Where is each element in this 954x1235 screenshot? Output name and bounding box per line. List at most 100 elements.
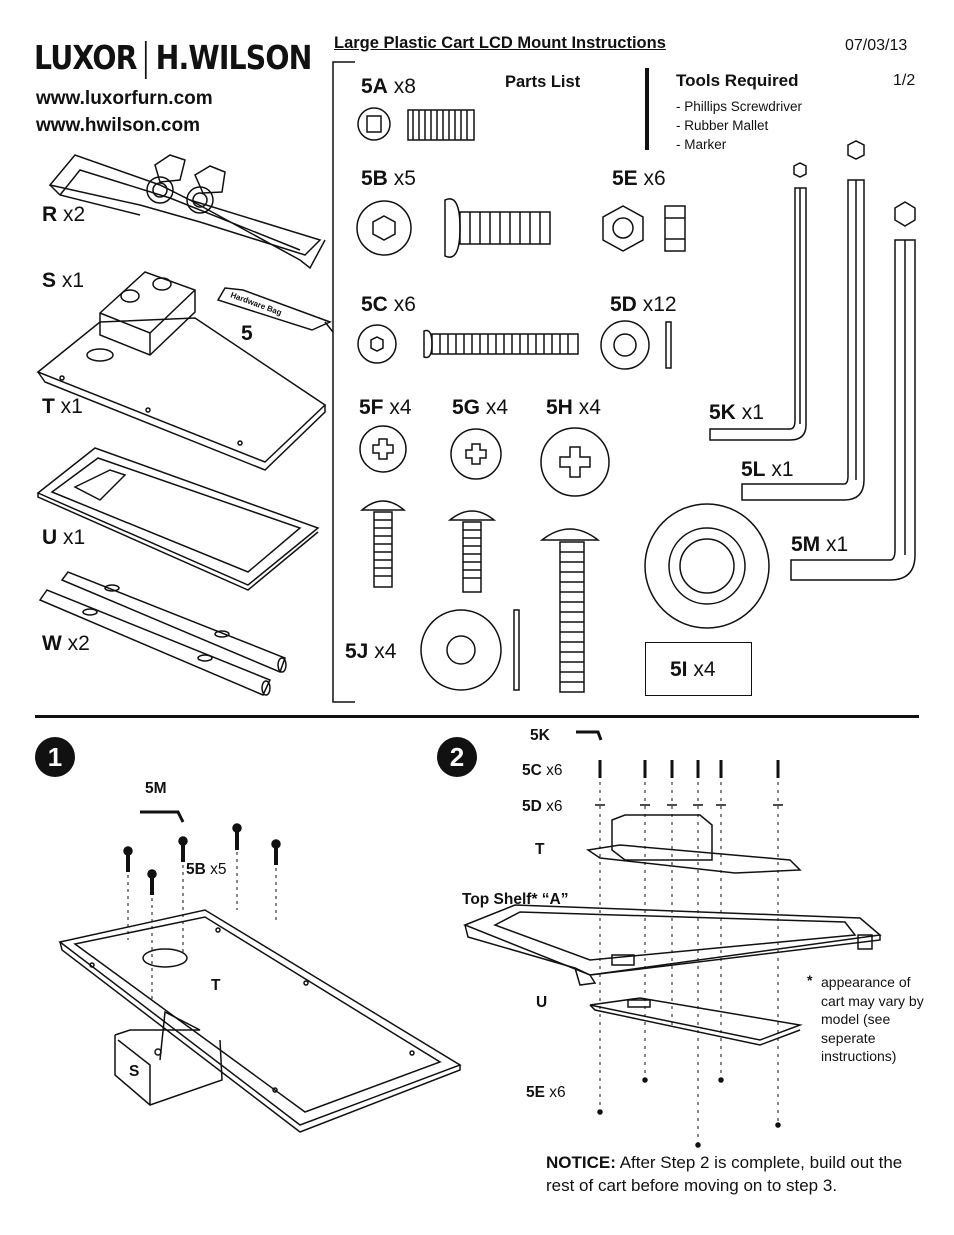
step1-tool-code: 5M <box>145 780 167 797</box>
qty-r: x2 <box>63 203 86 226</box>
step2-bolt-label: 5C x6 <box>522 762 563 780</box>
part-t-illustration <box>36 317 327 471</box>
page-number: 1/2 <box>893 72 916 89</box>
page-title: Large Plastic Cart LCD Mount Instruction… <box>334 34 666 52</box>
step2-tool-label: 5K <box>530 727 550 745</box>
code-5b: 5B <box>361 167 388 190</box>
label-part-5d: 5D x12 <box>610 293 677 317</box>
section-divider <box>35 715 919 718</box>
document-date: 07/03/13 <box>845 37 908 54</box>
top-shelf-text: Top Shelf* “A” <box>462 891 569 908</box>
part-5l-illustration <box>741 140 865 501</box>
code-u: U <box>42 526 58 549</box>
code-5e: 5E <box>612 167 638 190</box>
part-5e-illustration <box>602 205 686 252</box>
step2-illustration <box>462 730 882 1148</box>
part-5h-illustration <box>539 427 610 693</box>
part-5b-illustration <box>356 198 551 258</box>
part-5c-illustration <box>357 324 579 364</box>
label-part-5a: 5A x8 <box>361 75 416 99</box>
step2-part-u-label: U <box>536 994 547 1012</box>
code-5h: 5H <box>546 396 573 419</box>
part-5g-illustration <box>447 428 502 593</box>
part-5a-illustration <box>357 107 475 141</box>
code-5f: 5F <box>359 396 384 419</box>
step1-screw-label: 5B x5 <box>186 861 227 879</box>
step2-bolt-qty: x6 <box>546 762 563 779</box>
parts-list-heading: Parts List <box>505 73 581 91</box>
label-part-w: W x2 <box>42 632 90 656</box>
label-part-r: R x2 <box>42 203 85 227</box>
code-5l: 5L <box>741 458 766 481</box>
hardware-bag-illustration <box>216 287 334 333</box>
qty-5f: x4 <box>389 396 412 419</box>
step2-washer-code: 5D <box>522 798 542 815</box>
part-5i-box <box>645 642 752 696</box>
step-1-badge: 1 <box>35 737 75 777</box>
code-w: W <box>42 632 62 655</box>
part-5k-illustration <box>709 162 807 441</box>
step1-illustration <box>58 810 462 1133</box>
qty-5h: x4 <box>578 396 601 419</box>
hardware-bag-number: 5 <box>241 322 253 345</box>
step1-tool-label: 5M <box>145 780 167 798</box>
part-u-illustration <box>36 447 320 591</box>
label-part-5k: 5K x1 <box>709 401 764 425</box>
qty-w: x2 <box>67 632 90 655</box>
qty-s: x1 <box>61 269 85 292</box>
code-5j: 5J <box>345 640 369 663</box>
label-part-5m: 5M x1 <box>791 533 848 557</box>
part-5d-illustration <box>600 320 672 370</box>
step1-part-s-label: S <box>129 1063 139 1081</box>
step2-washer-qty: x6 <box>546 798 563 815</box>
notice-label: NOTICE: <box>546 1153 616 1172</box>
qty-5b: x5 <box>393 167 416 190</box>
step1-screw-code: 5B <box>186 861 206 878</box>
footnote-star: * <box>807 972 813 988</box>
code-5m: 5M <box>791 533 821 556</box>
part-r-illustration <box>48 154 326 270</box>
part-5j-illustration <box>420 609 520 691</box>
logo-divider <box>145 40 147 79</box>
step1-screws <box>123 823 281 895</box>
label-part-5h: 5H x4 <box>546 396 601 420</box>
code-5a: 5A <box>361 75 388 98</box>
qty-5d: x12 <box>642 293 677 316</box>
parts-bracket <box>332 61 355 703</box>
tool-item-screwdriver: Phillips Screwdriver <box>676 97 802 116</box>
label-part-5e: 5E x6 <box>612 167 666 191</box>
code-5i: 5I <box>670 658 688 681</box>
tool-item-mallet: Rubber Mallet <box>676 116 802 135</box>
qty-5j: x4 <box>374 640 397 663</box>
footnote-text: appearance of cart may vary by model (se… <box>821 974 924 1064</box>
part-5m-illustration <box>790 201 916 581</box>
step2-nut-qty: x6 <box>549 1084 566 1101</box>
tool-item-marker: Marker <box>676 135 802 154</box>
step2-bolt-code: 5C <box>522 762 542 779</box>
code-t: T <box>42 395 55 418</box>
qty-5i: x4 <box>693 658 716 681</box>
qty-5g: x4 <box>485 396 509 419</box>
step1-part-t-label: T <box>211 977 220 995</box>
label-part-u: U x1 <box>42 526 85 550</box>
part-s-illustration <box>99 271 196 356</box>
url-luxor[interactable]: www.luxorfurn.com <box>36 88 213 109</box>
label-part-s: S x1 <box>42 269 84 293</box>
qty-5k: x1 <box>741 401 764 424</box>
brand-luxor: LUXOR <box>34 38 138 77</box>
label-part-5g: 5G x4 <box>452 396 508 420</box>
code-5c: 5C <box>361 293 388 316</box>
code-5d: 5D <box>610 293 637 316</box>
step2-part-t-label: T <box>535 841 544 859</box>
label-part-t: T x1 <box>42 395 83 419</box>
qty-u: x1 <box>63 526 86 549</box>
url-hwilson[interactable]: www.hwilson.com <box>36 115 200 136</box>
step1-screw-qty: x5 <box>210 861 227 878</box>
label-part-5b: 5B x5 <box>361 167 416 191</box>
tools-divider <box>645 68 649 150</box>
part-w-illustration <box>38 571 287 696</box>
step2-washer-label: 5D x6 <box>522 798 563 816</box>
code-5k: 5K <box>709 401 736 424</box>
